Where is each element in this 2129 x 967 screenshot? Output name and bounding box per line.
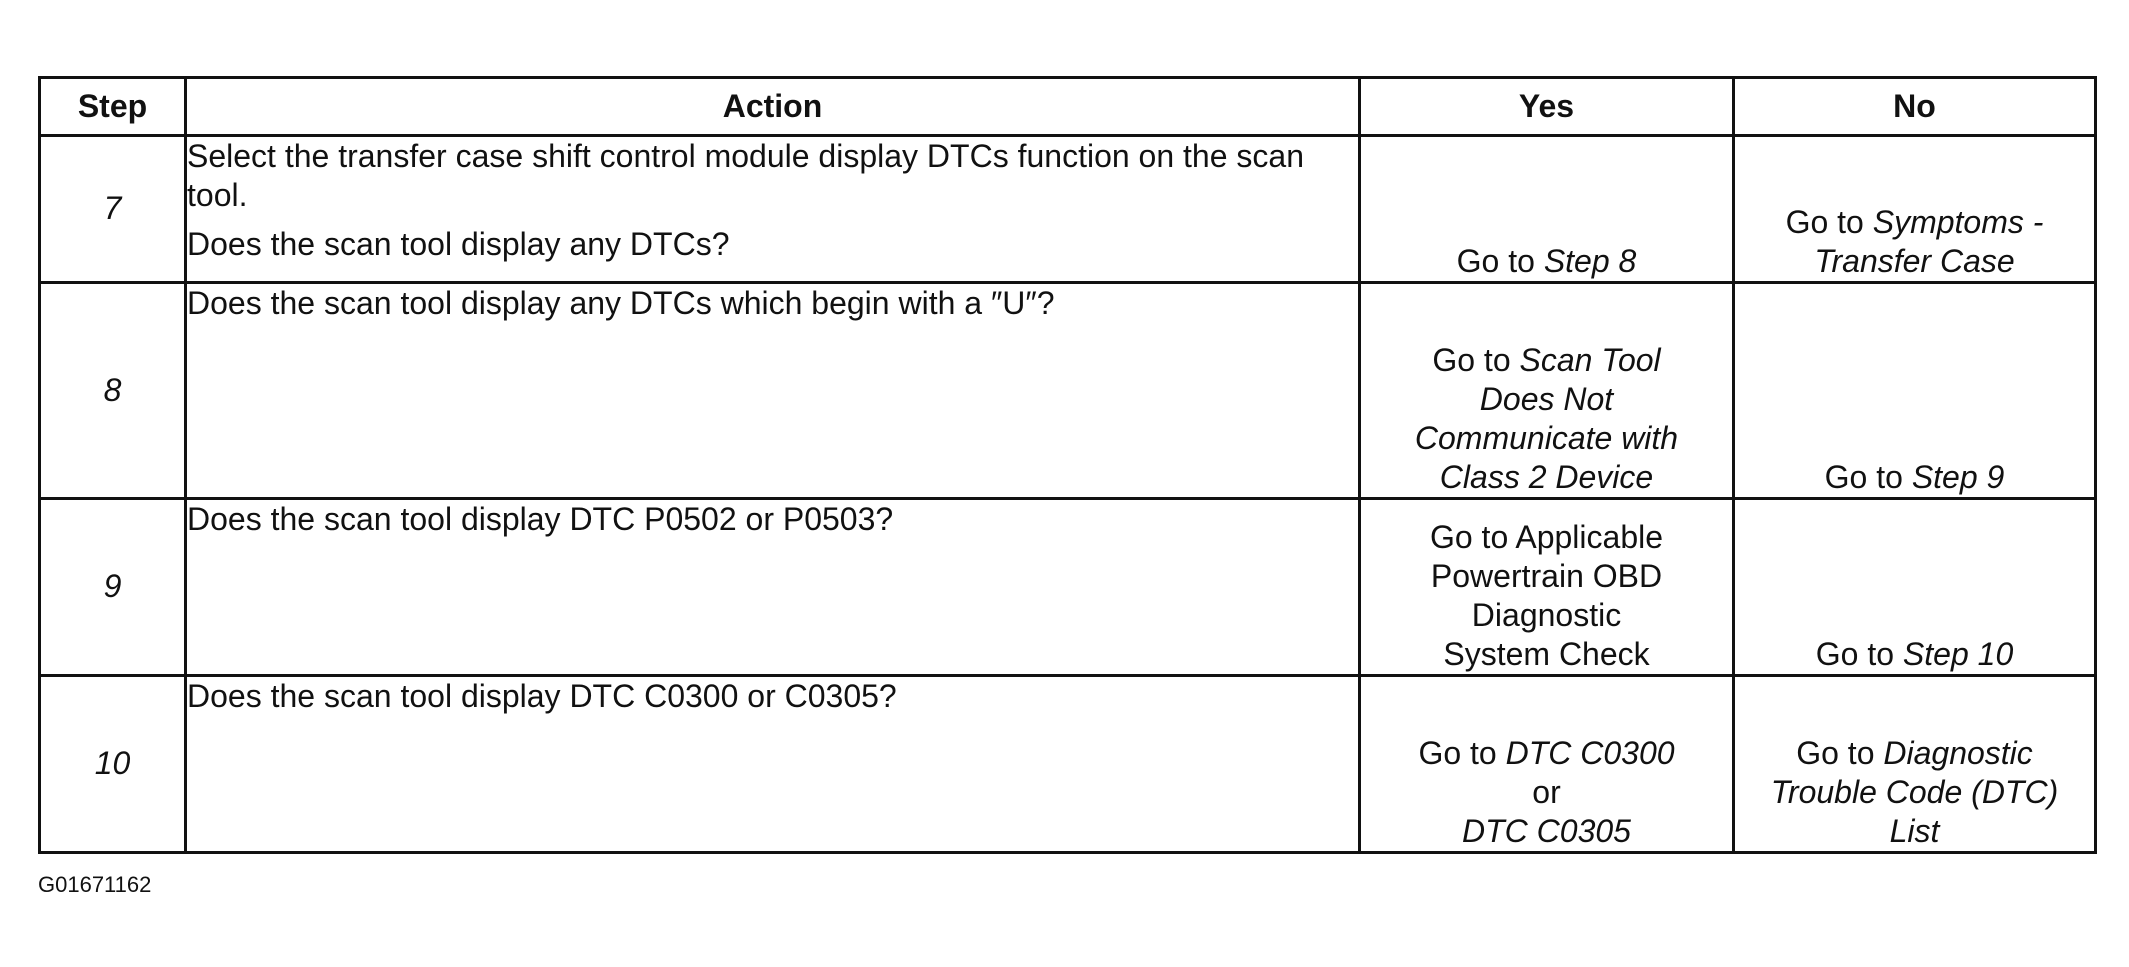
no-prefix: Go to [1824, 458, 1912, 495]
yes-dtc-c0305-link[interactable]: DTC C0305 [1462, 812, 1631, 849]
action-question: Does the scan tool display DTC P0502 or … [187, 501, 894, 537]
no-prefix: Go to [1785, 203, 1873, 240]
yes-line-4: System Check [1443, 635, 1650, 672]
action-question: Does the scan tool display any DTCs? [187, 226, 730, 263]
step-number: 7 [38, 134, 187, 284]
yes-line-1: Go to Applicable [1429, 518, 1664, 555]
action-cell: Does the scan tool display DTC C0300 or … [184, 674, 1361, 854]
diagnostic-table: Step Action Yes No 7 Select the transfer… [38, 76, 2097, 854]
yes-scan-tool-link-3[interactable]: Communicate with [1414, 419, 1679, 456]
yes-prefix: Go to [1456, 242, 1544, 279]
no-dtc-list-link[interactable]: Diagnostic [1883, 734, 2033, 771]
yes-cell: Go to Applicable Powertrain OBD Diagnost… [1358, 497, 1735, 677]
action-text: Select the transfer case shift control m… [187, 138, 1304, 214]
table-row: 10 Does the scan tool display DTC C0300 … [38, 674, 2097, 854]
yes-dtc-c0300-link[interactable]: DTC C0300 [1505, 734, 1675, 771]
yes-scan-tool-link[interactable]: Scan Tool [1519, 341, 1661, 378]
yes-or: or [1532, 773, 1561, 810]
yes-prefix: Go to [1418, 734, 1506, 771]
no-dtc-list-link-2[interactable]: Trouble Code (DTC) [1770, 773, 2059, 810]
step-number: 9 [38, 497, 187, 677]
no-step-link[interactable]: Step 10 [1902, 635, 2014, 672]
no-cell: Go to Step 10 [1732, 497, 2097, 677]
yes-cell: Go to Step 8 [1358, 134, 1735, 284]
no-prefix: Go to [1796, 734, 1884, 771]
yes-prefix: Go to [1432, 341, 1520, 378]
no-cell: Go to Diagnostic Trouble Code (DTC) List [1732, 674, 2097, 854]
yes-line-3: Diagnostic [1471, 596, 1622, 633]
action-cell: Does the scan tool display any DTCs whic… [184, 281, 1361, 500]
no-cell: Go to Step 9 [1732, 281, 2097, 500]
header-yes: Yes [1358, 76, 1735, 137]
yes-cell: Go to DTC C0300 or DTC C0305 [1358, 674, 1735, 854]
no-step-link[interactable]: Step 9 [1911, 458, 2005, 495]
table-row: 8 Does the scan tool display any DTCs wh… [38, 281, 2097, 500]
no-prefix: Go to [1815, 635, 1903, 672]
no-symptoms-link-2[interactable]: Transfer Case [1814, 242, 2015, 279]
yes-line-2: Powertrain OBD [1430, 557, 1663, 594]
no-dtc-list-link-3[interactable]: List [1889, 812, 1940, 849]
figure-id-caption: G01671162 [38, 872, 152, 897]
action-cell: Select the transfer case shift control m… [184, 134, 1361, 284]
yes-scan-tool-link-4[interactable]: Class 2 Device [1439, 458, 1654, 495]
no-cell: Go to Symptoms - Transfer Case [1732, 134, 2097, 284]
table-row: 7 Select the transfer case shift control… [38, 134, 2097, 284]
header-no: No [1732, 76, 2097, 137]
step-number: 10 [38, 674, 187, 854]
step-number: 8 [38, 281, 187, 500]
table-row: 9 Does the scan tool display DTC P0502 o… [38, 497, 2097, 677]
header-step: Step [38, 76, 187, 137]
action-cell: Does the scan tool display DTC P0502 or … [184, 497, 1361, 677]
action-question: Does the scan tool display DTC C0300 or … [187, 678, 897, 714]
header-action: Action [184, 76, 1361, 137]
header-row: Step Action Yes No [38, 76, 2097, 137]
no-symptoms-link[interactable]: Symptoms - [1872, 203, 2044, 240]
yes-scan-tool-link-2[interactable]: Does Not [1479, 380, 1614, 417]
yes-cell: Go to Scan Tool Does Not Communicate wit… [1358, 281, 1735, 500]
yes-step-link[interactable]: Step 8 [1543, 242, 1637, 279]
action-question: Does the scan tool display any DTCs whic… [187, 285, 1055, 321]
